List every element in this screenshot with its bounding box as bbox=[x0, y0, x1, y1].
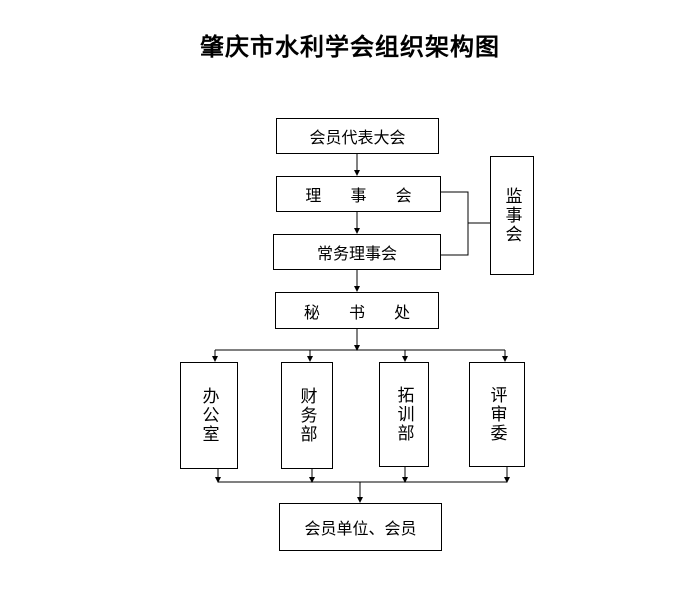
node-congress: 会员代表大会 bbox=[276, 118, 439, 154]
node-council: 理 事 会 bbox=[276, 176, 441, 212]
node-review-label: 评审委 bbox=[486, 386, 507, 443]
node-standing-council: 常务理事会 bbox=[273, 234, 441, 270]
node-secretariat-label: 秘 书 处 bbox=[303, 302, 423, 322]
node-congress-label: 会员代表大会 bbox=[309, 128, 406, 147]
node-council-label: 理 事 会 bbox=[305, 186, 424, 205]
node-office-label: 办公室 bbox=[198, 387, 219, 444]
node-finance: 财务部 bbox=[281, 362, 333, 469]
node-members: 会员单位、会员 bbox=[279, 503, 442, 551]
node-office: 办公室 bbox=[180, 362, 238, 469]
node-supervisors: 监事会 bbox=[490, 156, 534, 275]
node-finance-label: 财务部 bbox=[296, 387, 317, 444]
node-supervisors-label: 监事会 bbox=[501, 187, 522, 244]
node-review: 评审委 bbox=[469, 362, 525, 467]
node-secretariat: 秘 书 处 bbox=[275, 292, 439, 329]
chart-title: 肇庆市水利学会组织架构图 bbox=[200, 33, 500, 61]
node-expansion-label: 拓训部 bbox=[393, 386, 414, 443]
link-supervisors bbox=[441, 191, 469, 256]
node-expansion: 拓训部 bbox=[379, 362, 429, 467]
node-members-label: 会员单位、会员 bbox=[304, 519, 417, 538]
node-standing-council-label: 常务理事会 bbox=[316, 244, 397, 263]
